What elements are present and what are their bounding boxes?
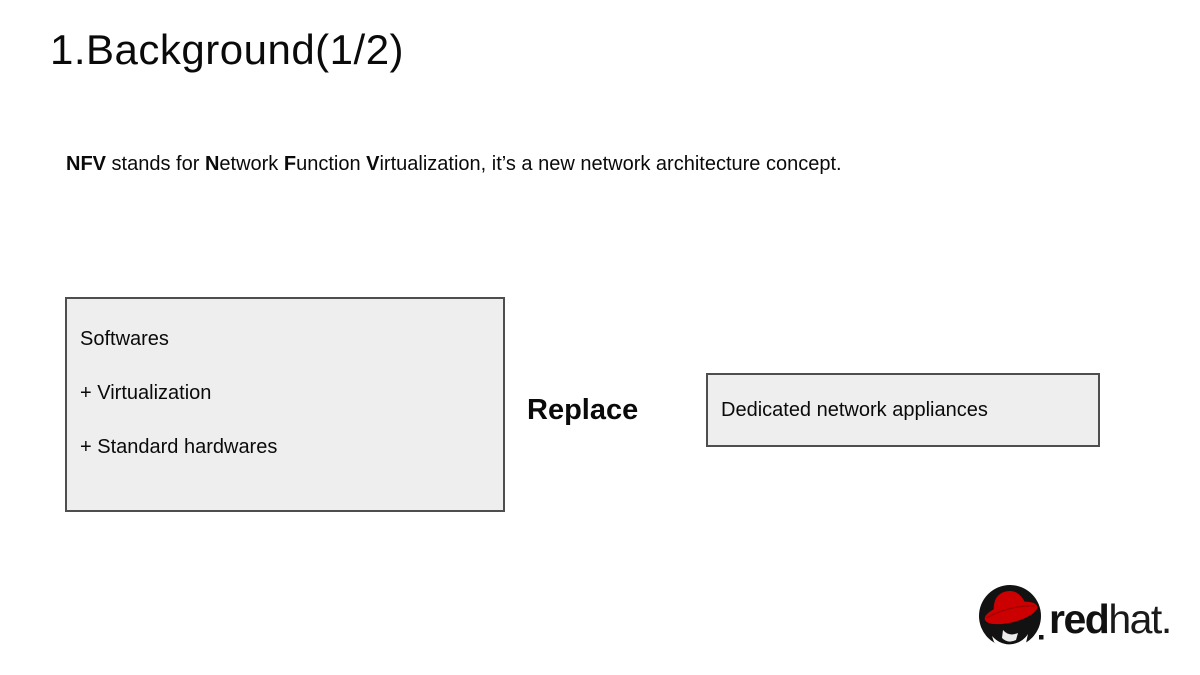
softwares-box-line: Softwares (80, 328, 169, 350)
redhat-hat-icon (979, 585, 1044, 650)
replace-label: Replace (527, 394, 639, 426)
softwares-box: Softwares + Virtualization + Standard ha… (65, 297, 505, 512)
intro-segment: irtualization, it’s a new network archit… (379, 153, 842, 175)
intro-segment: etwork (219, 153, 284, 175)
intro-text: NFV stands for Network Function Virtuali… (66, 150, 842, 178)
intro-segment: unction (296, 153, 367, 175)
page-title: 1.Background(1/2) (50, 26, 405, 73)
softwares-box-line: + Standard hardwares (80, 436, 278, 458)
intro-bold-v: V (366, 153, 380, 175)
intro-segment: stands for (106, 153, 205, 175)
redhat-logo: redhat. (975, 578, 1175, 653)
appliances-box: Dedicated network appliances (706, 373, 1100, 447)
softwares-box-line: + Virtualization (80, 382, 212, 404)
intro-bold-n: N (204, 153, 220, 175)
intro-nfv: NFV (66, 153, 106, 175)
appliances-box-label: Dedicated network appliances (721, 398, 988, 421)
wordmark-hat: hat (1108, 596, 1162, 642)
wordmark-period: . (1160, 596, 1172, 642)
redhat-wordmark: redhat. (1049, 596, 1172, 643)
wordmark-red: red (1049, 596, 1110, 642)
intro-bold-f: F (283, 153, 297, 175)
